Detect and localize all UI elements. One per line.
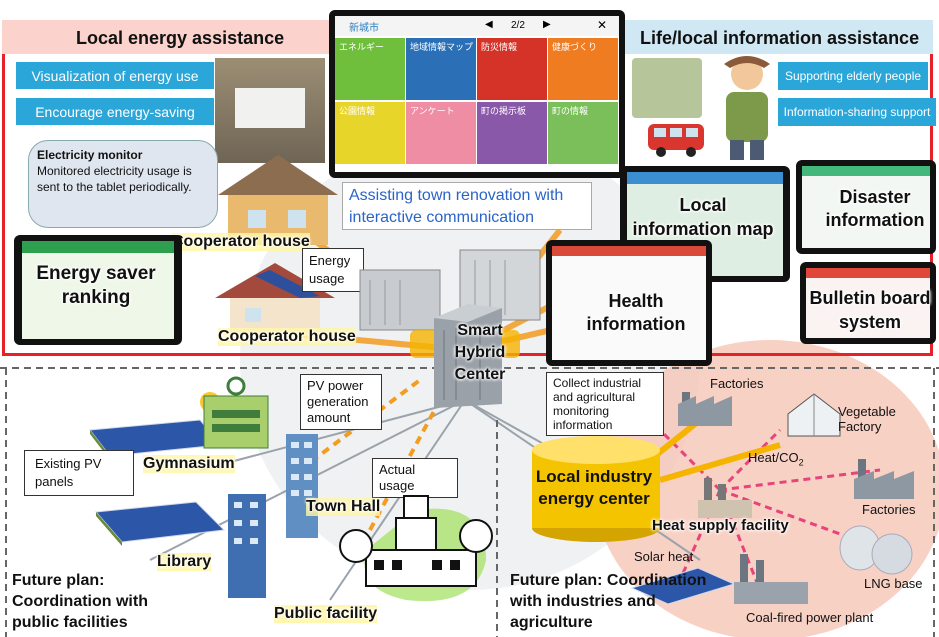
tile-energy[interactable]: エネルギー — [335, 38, 405, 100]
factories-top-icon — [678, 392, 732, 426]
library-label: Library — [157, 553, 212, 571]
pv-panels-bottom-icon — [94, 501, 226, 546]
tablet-page-indicator: 2/2 — [511, 20, 525, 31]
future-plan-public-label: Future plan: Coordination with public fa… — [12, 572, 148, 631]
electricity-monitor-photo — [215, 58, 325, 163]
local-info-map-label: Local information map — [632, 195, 774, 239]
health-info-tablet — [546, 240, 712, 366]
energy-saver-ranking-label: Energy saver ranking — [36, 263, 156, 308]
solar-heat-label: Solar heat — [634, 549, 694, 564]
bulletin-board-label: Bulletin board system — [809, 288, 931, 332]
bus-icon — [648, 124, 704, 157]
tile-park[interactable]: 公園情報 — [335, 102, 405, 164]
electricity-monitor-callout: Electricity monitor Monitored electricit… — [28, 140, 218, 228]
bulletin-board-tablet — [800, 262, 936, 344]
tall-building-icon — [286, 434, 318, 538]
library-building-icon — [228, 494, 266, 598]
existing-pv-callout: Existing PV panels — [24, 450, 134, 496]
actual-usage-callout: Actual usage — [372, 458, 458, 498]
gymnasium-icon — [203, 376, 269, 449]
cooperator-house-2-label: Cooperator house — [218, 328, 356, 346]
energy-center-label: Local industry energy center — [535, 467, 653, 508]
disaster-info-label: Disaster information — [825, 187, 925, 230]
lng-base-label: LNG base — [864, 576, 923, 591]
tile-town-info[interactable]: 町の情報 — [548, 102, 618, 164]
cooperator-house-1-label: Cooperator house — [172, 233, 310, 251]
encourage-button: Encourage energy-saving — [16, 98, 214, 125]
tile-survey[interactable]: アンケート — [406, 102, 476, 164]
town-hall-label: Town Hall — [306, 498, 381, 516]
monitor-title: Electricity monitor — [37, 148, 143, 162]
tile-health[interactable]: 健康づくり — [548, 38, 618, 100]
pv-generation-callout: PV power generation amount — [300, 374, 382, 430]
visualization-button: Visualization of energy use — [16, 62, 214, 89]
heat-supply-label: Heat supply facility — [652, 517, 789, 534]
info-sharing-button: Information-sharing support — [778, 98, 936, 126]
lng-base-icon — [839, 525, 913, 575]
tablet-close-icon[interactable]: ✕ — [597, 18, 608, 32]
tile-map[interactable]: 地域情報マップ — [406, 38, 476, 100]
energy-usage-callout: Energy usage — [302, 248, 364, 292]
tile-bulletin[interactable]: 町の掲示板 — [477, 102, 547, 164]
tablet-prev-button[interactable]: ◀ — [485, 19, 493, 30]
local-energy-title: Local energy assistance — [76, 28, 285, 48]
heat-supply-facility-icon — [698, 478, 752, 518]
tile-disaster[interactable]: 防災情報 — [477, 38, 547, 100]
life-info-title: Life/local information assistance — [640, 28, 920, 48]
elderly-person-icon — [724, 56, 770, 160]
health-info-label: Health information — [586, 291, 686, 334]
collect-info-callout: Collect industrial and agricultural moni… — [546, 372, 664, 436]
center-tablet: 新城市 ◀ 2/2 ▶ ✕ エネルギー 地域情報マップ 防災情報 健康づくり 公… — [329, 10, 625, 178]
public-facility-icon — [339, 495, 493, 602]
vegetable-factory-label: Vegetable Factory — [838, 404, 896, 434]
energy-center-cylinder-icon — [532, 436, 660, 542]
factories-right-label: Factories — [862, 502, 916, 517]
center-tablet-caption: Assisting town renovation with interacti… — [342, 182, 592, 230]
monitor-text: Monitored electricity usage is sent to t… — [37, 164, 192, 194]
left-title-bar — [2, 20, 330, 54]
right-title-bar — [620, 20, 933, 54]
energy-saver-tablet — [14, 235, 182, 345]
tablet-next-button[interactable]: ▶ — [543, 19, 551, 30]
factories-top-label: Factories — [710, 376, 764, 391]
gymnasium-label: Gymnasium — [143, 455, 235, 473]
vegetable-factory-icon — [787, 393, 841, 437]
elderly-tablet-photo — [632, 58, 702, 118]
smart-hybrid-center-tower-icon — [434, 304, 502, 408]
smart-hybrid-center-label: Smart Hybrid Center — [454, 322, 506, 383]
future-plan-industry-label: Future plan: Coordination with industrie… — [510, 572, 707, 631]
factories-right-icon — [854, 459, 914, 499]
tablet-logo: 新城市 — [349, 23, 379, 34]
coal-power-plant-label: Coal-fired power plant — [746, 610, 874, 625]
public-facility-label: Public facility — [274, 605, 378, 623]
coal-power-plant-icon — [734, 554, 808, 604]
heat-co2-label: Heat/CO2 — [748, 450, 804, 468]
disaster-info-tablet — [796, 160, 936, 254]
elderly-button: Supporting elderly people — [778, 62, 928, 90]
